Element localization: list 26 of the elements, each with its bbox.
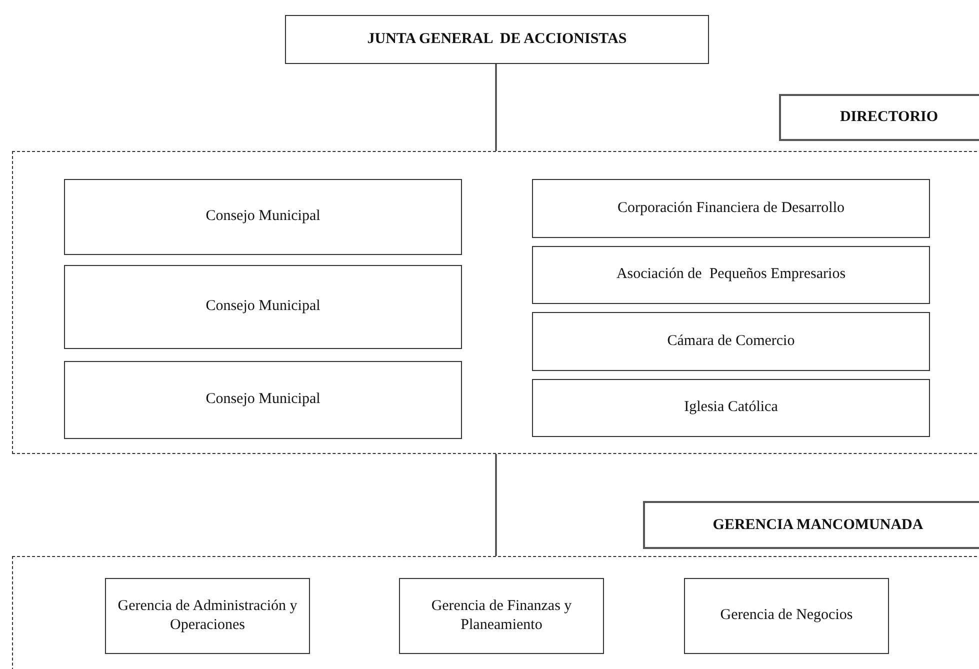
connector-line [495, 454, 497, 556]
org-box [399, 578, 604, 654]
box-label: Corporación Financiera de Desarrollo [618, 198, 844, 218]
box-label: Cámara de Comercio [667, 332, 795, 351]
group-heading: DIRECTORIO [779, 94, 979, 141]
connector-line [495, 64, 497, 151]
box-label: Iglesia Católica [684, 398, 778, 418]
group-heading: GERENCIA MANCOMUNADA [643, 501, 979, 549]
box-label: Gerencia de Finanzas y Planeamiento [430, 596, 573, 635]
box-label: Gerencia de Negocios [720, 606, 853, 626]
box-label: Gerencia de Administración y Operaciones [116, 596, 298, 635]
org-box [64, 361, 462, 439]
org-box [532, 179, 930, 238]
org-box [532, 379, 930, 437]
org-box [64, 265, 462, 349]
org-box [64, 179, 462, 255]
top-box [285, 15, 709, 64]
org-box [532, 312, 930, 371]
box-label: Consejo Municipal [206, 297, 320, 316]
box-label: Consejo Municipal [206, 390, 320, 410]
org-box [532, 246, 930, 304]
org-box [684, 578, 889, 654]
org-box [105, 578, 310, 654]
box-label: Consejo Municipal [206, 207, 320, 226]
box-label: JUNTA GENERAL DE ACCIONISTAS [367, 30, 627, 49]
box-label: Asociación de Pequeños Empresarios [616, 265, 846, 284]
